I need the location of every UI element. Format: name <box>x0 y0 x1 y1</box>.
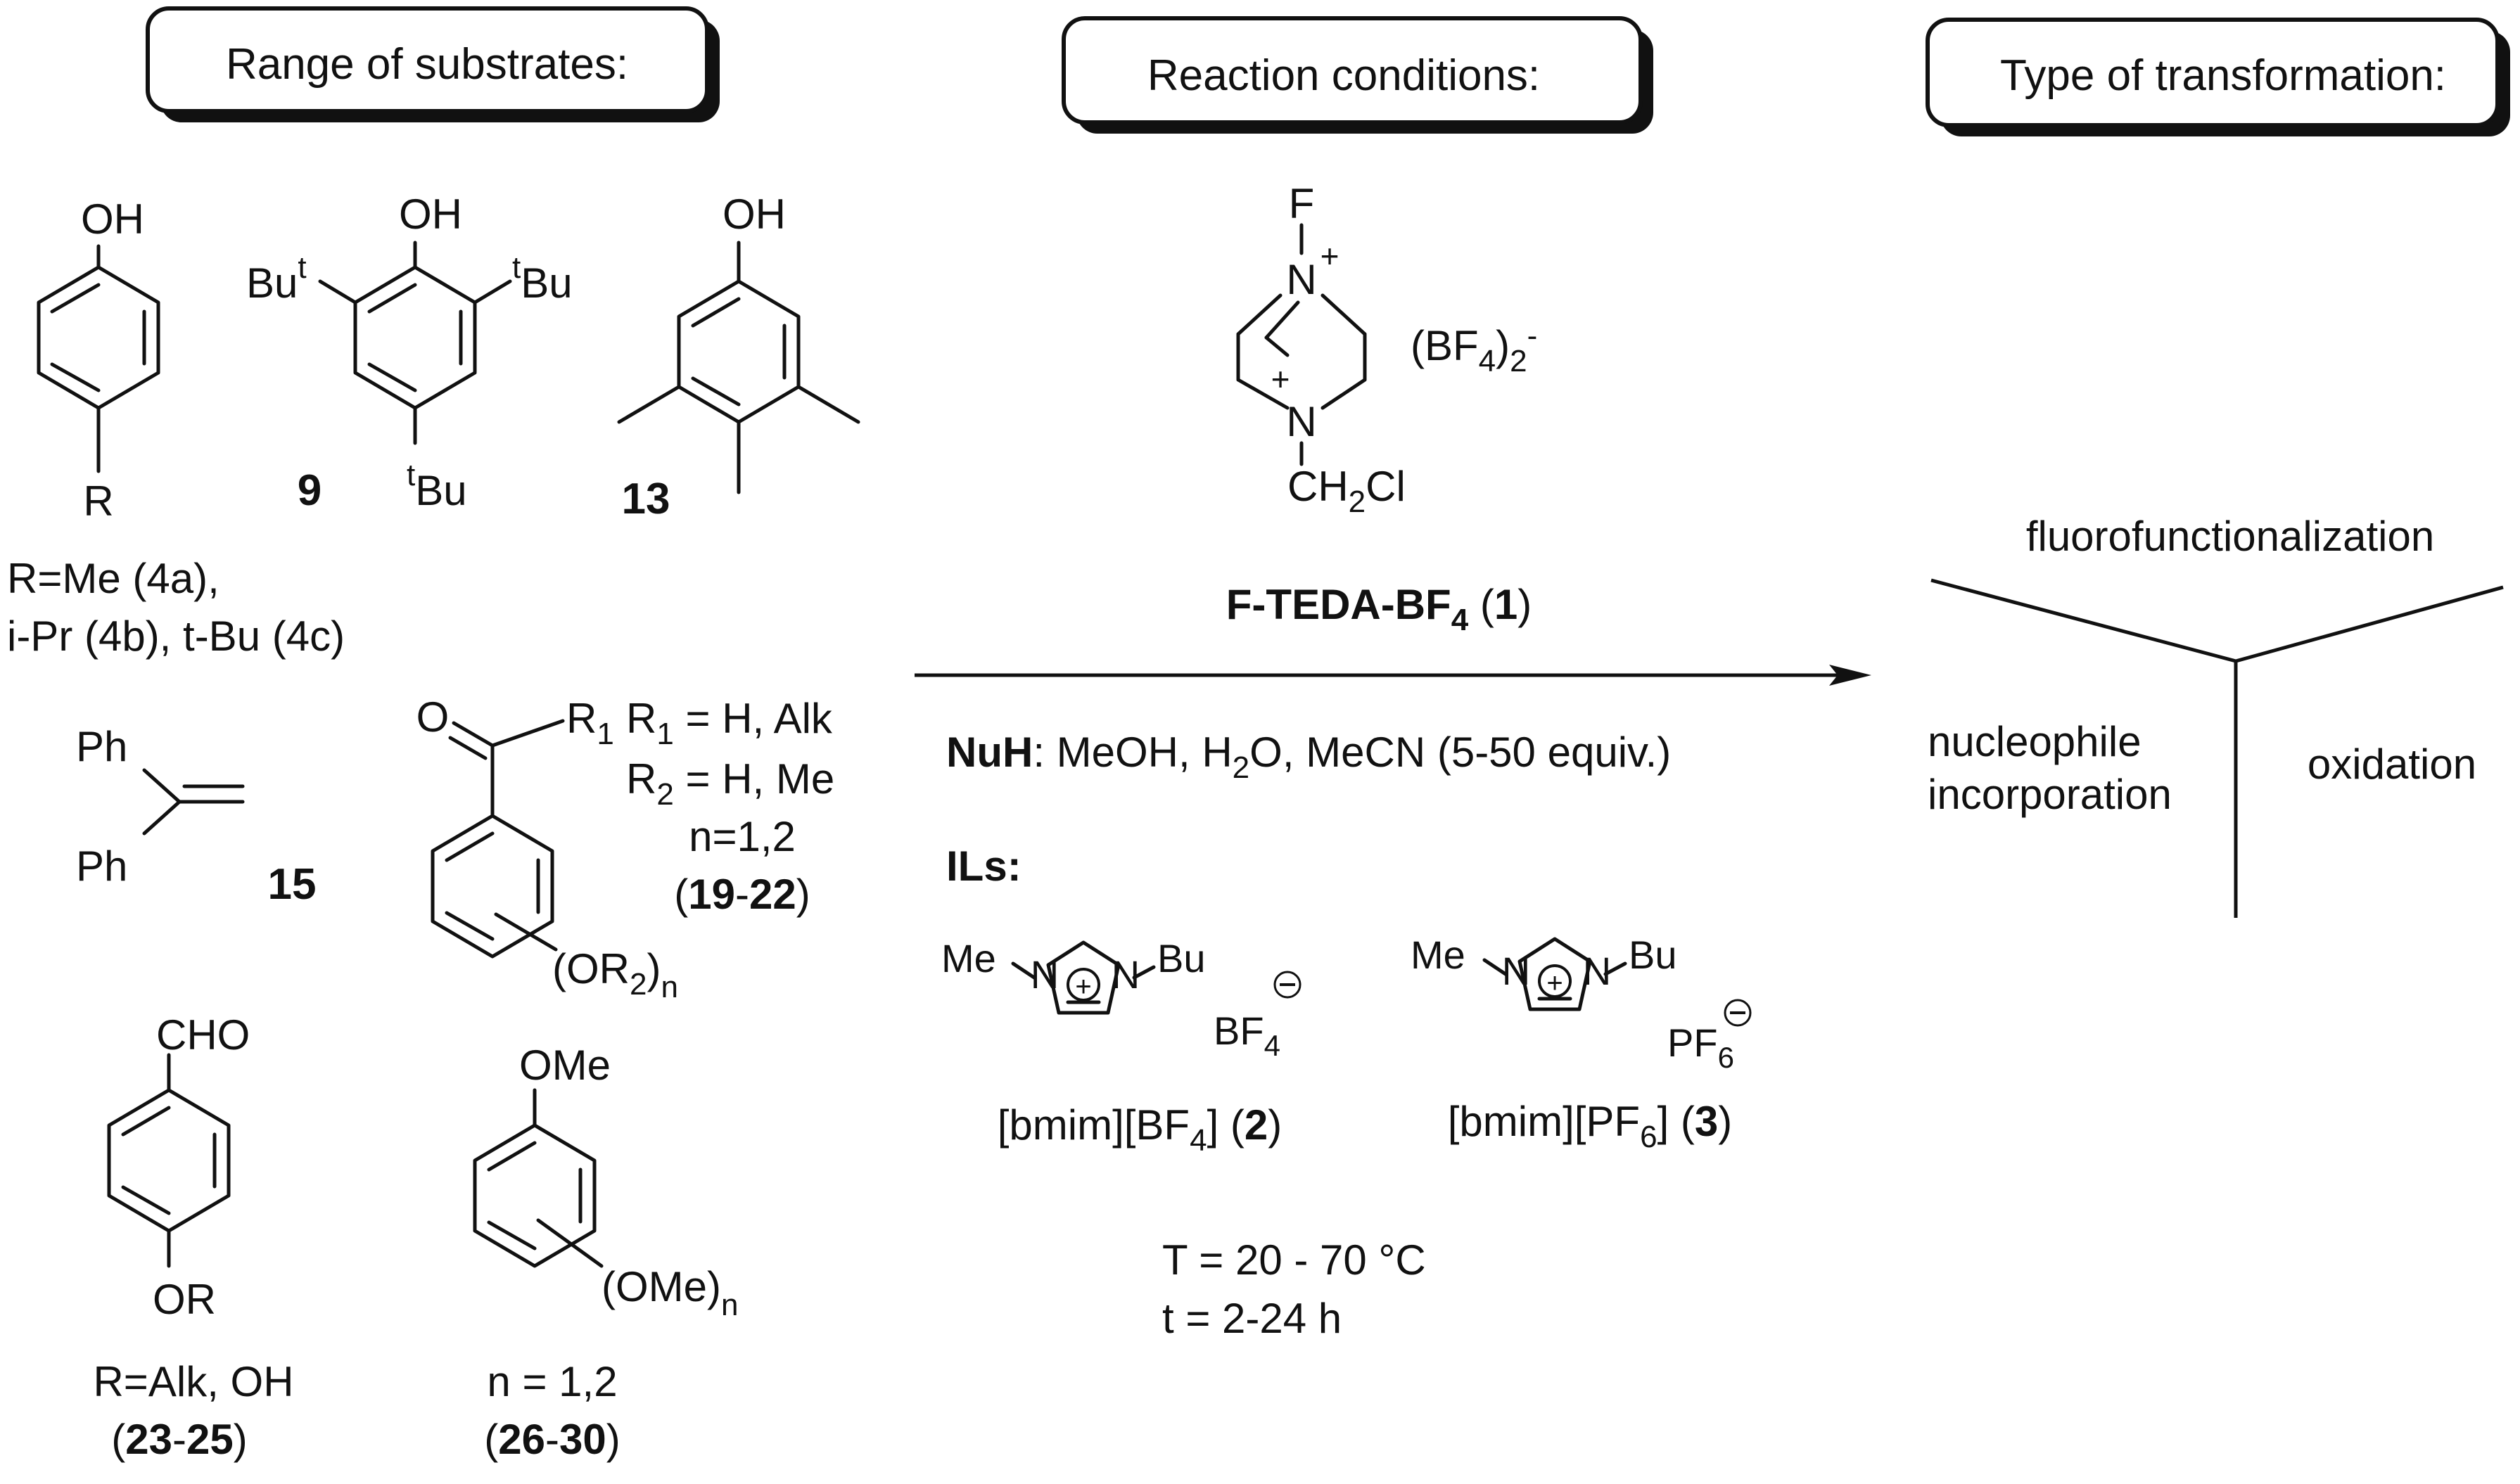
molecule-23-25: CHO OR R=Alk, OH (23-25) <box>93 1011 293 1463</box>
transformation-top: fluorofunctionalization <box>2026 513 2434 560</box>
ionic-liquid-2-bu: Bu <box>1629 933 1677 977</box>
molecule-23-25-cho: CHO <box>156 1011 250 1058</box>
molecule-19-22-line2: R2 = H, Me <box>626 755 834 812</box>
molecule-9-oh: OH <box>399 191 462 238</box>
molecule-15-ph1: Ph <box>76 723 127 770</box>
molecule-15: Ph Ph 15 <box>76 723 316 909</box>
ionic-liquid-1-me: Me <box>941 936 996 980</box>
svg-text:+: + <box>1075 971 1091 1002</box>
molecule-23-25-caption-1: R=Alk, OH <box>93 1358 293 1405</box>
molecule-26-30: OMe (OMe)n n = 1,2 (26-30) <box>473 1042 738 1463</box>
ionic-liquid-2: + Me N N Bu PF6 [bmim][PF6] (3) <box>1411 933 1752 1154</box>
molecule-4-oh: OH <box>81 196 144 243</box>
molecule-13-oh: OH <box>723 191 786 238</box>
reagent-counter-ion: (BF4)2- <box>1411 319 1537 378</box>
molecule-4-r: R <box>83 478 113 525</box>
molecule-9: OH But tBu tBu 9 <box>246 191 573 515</box>
header-substrates-text: Range of substrates: <box>226 40 628 89</box>
reagent-n-plus-charge: + <box>1321 238 1339 274</box>
molecule-4-caption-2: i-Pr (4b), t-Bu (4c) <box>7 613 345 660</box>
reaction-arrow <box>915 665 1871 686</box>
molecule-13-label: 13 <box>622 475 670 523</box>
reagent-n2: N <box>1286 398 1316 445</box>
ionic-liquid-2-anion: PF6 <box>1667 1021 1734 1074</box>
transformation-right: oxidation <box>2308 741 2476 788</box>
ionic-liquid-1-name: [bmim][BF4] (2) <box>998 1101 1283 1158</box>
molecule-9-but-left: But <box>246 250 307 307</box>
molecule-23-25-or: OR <box>153 1276 216 1323</box>
molecule-19-22: O R1 (OR2)n R1 = H, Alk R2 = H, Me n=1,2… <box>416 693 835 1004</box>
molecule-26-30-omen: (OMe)n <box>602 1263 738 1322</box>
reagent-n-plus: N <box>1286 256 1316 303</box>
transformation-diagram: fluorofunctionalization nucleophile inco… <box>1928 513 2504 918</box>
header-transformation-text: Type of transformation: <box>2000 51 2446 100</box>
nuh-line: NuH: MeOH, H2O, MeCN (5-50 equiv.) <box>946 729 1671 785</box>
ionic-liquid-2-me: Me <box>1411 933 1465 977</box>
svg-text:+: + <box>1546 968 1563 999</box>
transformation-left-1: nucleophile <box>1928 718 2142 765</box>
header-conditions: Reaction conditions: <box>1062 16 1653 134</box>
reagent-ch2cl: CH2Cl <box>1287 463 1406 519</box>
ionic-liquid-1-anion: BF4 <box>1214 1009 1280 1062</box>
molecule-26-30-caption-1: n = 1,2 <box>487 1358 617 1405</box>
molecule-4: OH R R=Me (4a), i-Pr (4b), t-Bu (4c) <box>7 196 345 660</box>
molecule-19-22-o: O <box>416 693 450 741</box>
ionic-liquid-2-name: [bmim][PF6] (3) <box>1448 1098 1733 1154</box>
molecule-9-label: 9 <box>298 466 322 515</box>
time: t = 2-24 h <box>1162 1295 1342 1342</box>
molecule-15-ph2: Ph <box>76 843 127 890</box>
header-transformation: Type of transformation: <box>1926 18 2510 136</box>
ionic-liquid-2-n-right: N <box>1583 949 1611 993</box>
molecule-9-but-right: tBu <box>512 250 573 307</box>
reagent-f: F <box>1289 180 1315 227</box>
molecule-23-25-caption-2: (23-25) <box>111 1416 247 1463</box>
transformation-left-2: incorporation <box>1928 771 2172 818</box>
ionic-liquid-1-n-right: N <box>1112 952 1140 997</box>
header-substrates: Range of substrates: <box>146 6 720 122</box>
ionic-liquid-1: + Me N N Bu BF4 [bmim][BF4] (2) <box>941 936 1302 1158</box>
molecule-19-22-or2: (OR2)n <box>552 945 678 1004</box>
reagent-f-teda: F N + N + CH2Cl (BF4)2- F-TEDA-BF4 (1) <box>1226 180 1537 637</box>
molecule-19-22-r1: R1 <box>566 695 614 751</box>
molecule-9-but-bottom: tBu <box>407 458 467 514</box>
molecule-26-30-caption-2: (26-30) <box>484 1416 620 1463</box>
ionic-liquid-1-bu: Bu <box>1157 936 1206 980</box>
ionic-liquid-2-n-left: N <box>1502 949 1530 993</box>
header-conditions-text: Reaction conditions: <box>1147 51 1540 100</box>
temperature: T = 20 - 70 °C <box>1162 1236 1426 1284</box>
molecule-19-22-line4: (19-22) <box>674 871 810 918</box>
molecule-19-22-line1: R1 = H, Alk <box>626 695 833 751</box>
ils-label: ILs: <box>946 843 1022 890</box>
ionic-liquid-1-n-left: N <box>1031 952 1059 997</box>
reagent-n2-charge: + <box>1271 361 1290 397</box>
molecule-4-caption-1: R=Me (4a), <box>7 555 219 602</box>
molecule-19-22-line3: n=1,2 <box>689 813 796 860</box>
molecule-15-label: 15 <box>268 860 317 909</box>
reagent-name: F-TEDA-BF4 (1) <box>1226 581 1532 637</box>
molecule-13: OH 13 <box>617 191 860 523</box>
molecule-26-30-ome: OMe <box>519 1042 611 1089</box>
